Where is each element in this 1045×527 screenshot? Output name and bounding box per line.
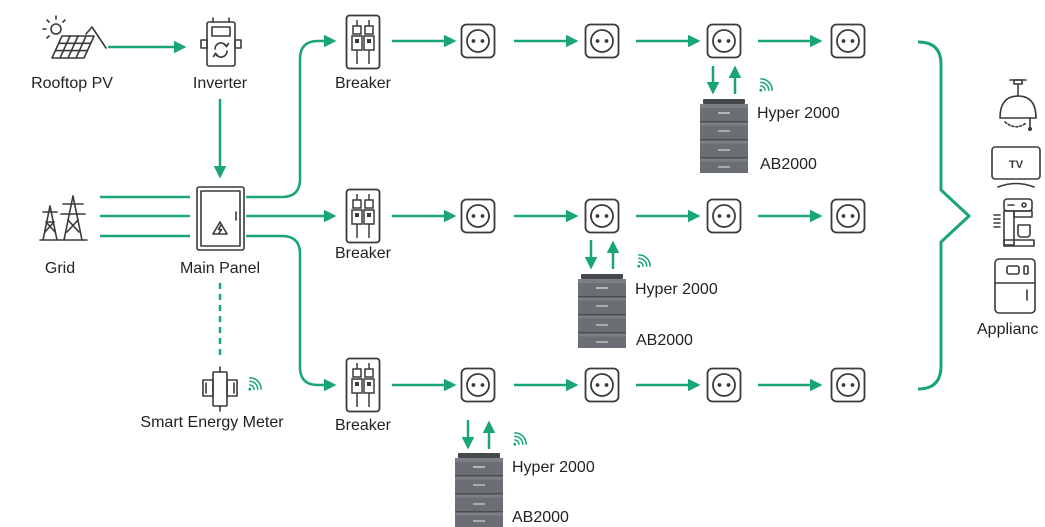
smart-meter-label: Smart Energy Meter bbox=[140, 414, 284, 431]
flow-connections bbox=[100, 34, 971, 450]
lightning-bolt bbox=[217, 224, 223, 234]
coffee-base bbox=[1003, 239, 1035, 247]
coffee-spout bbox=[1013, 210, 1033, 218]
outlet-icon bbox=[584, 23, 620, 59]
power-tower-icon bbox=[39, 195, 88, 241]
outlet-icon bbox=[584, 198, 620, 234]
tower-leg bbox=[72, 195, 83, 241]
lamp-shade bbox=[999, 95, 1037, 119]
lamp-glow bbox=[1004, 121, 1027, 128]
outlet-icon bbox=[706, 23, 742, 59]
hyper-2000-label: Hyper 2000 bbox=[757, 105, 840, 122]
sun-ray bbox=[46, 19, 50, 23]
battery-stack-icon bbox=[700, 99, 748, 173]
hyper-2000-label: Hyper 2000 bbox=[512, 459, 595, 476]
tower-brace bbox=[44, 221, 55, 233]
sun-ray bbox=[62, 19, 66, 23]
fridge-display bbox=[1006, 265, 1020, 275]
breaker-icon bbox=[345, 188, 381, 244]
tv-screen bbox=[991, 146, 1041, 180]
outlet-icon bbox=[830, 367, 866, 403]
roof-line bbox=[85, 26, 107, 49]
outlet-icon bbox=[706, 198, 742, 234]
tower-leg bbox=[63, 195, 74, 241]
tv-stand bbox=[997, 182, 1035, 188]
coffee-cup bbox=[1017, 224, 1031, 238]
panel-inner bbox=[200, 190, 241, 247]
panel-to-breaker-arrow bbox=[246, 234, 337, 392]
solar-panel-icon bbox=[42, 15, 107, 59]
lamp-pull-knob bbox=[1028, 127, 1032, 131]
wifi-icon bbox=[247, 377, 262, 392]
panel-grid bbox=[75, 35, 87, 59]
breaker-icon bbox=[345, 357, 381, 413]
main-panel-label: Main Panel bbox=[180, 260, 260, 277]
wifi-icon bbox=[758, 78, 773, 93]
breaker-label: Breaker bbox=[335, 75, 392, 92]
appliances-brace bbox=[917, 40, 971, 391]
circuit-row: Breaker Hyper 2000 AB2000 bbox=[335, 188, 866, 349]
wifi-icon bbox=[512, 432, 527, 447]
panel-grid bbox=[67, 35, 79, 59]
fridge-icon bbox=[994, 258, 1036, 314]
meter-clamp-right bbox=[226, 379, 238, 397]
outlet-icon bbox=[706, 367, 742, 403]
rooftop-pv-label: Rooftop PV bbox=[31, 75, 113, 92]
fridge-body bbox=[994, 258, 1036, 314]
ceiling-lamp-icon bbox=[999, 79, 1037, 131]
meter-body bbox=[212, 371, 228, 407]
inverter-cycle-head bbox=[223, 42, 230, 48]
tv-text: TV bbox=[1009, 159, 1024, 171]
hyper-2000-label: Hyper 2000 bbox=[635, 281, 718, 298]
panel-outer bbox=[196, 186, 245, 251]
inverter-icon bbox=[200, 17, 242, 67]
outlet-icon bbox=[460, 198, 496, 234]
hazard-triangle bbox=[212, 221, 228, 235]
circuit-row: Breaker Hyper 2000 AB2000 bbox=[335, 14, 866, 173]
main-panel-icon bbox=[196, 186, 245, 251]
appliances-label: Applianc bbox=[977, 321, 1038, 338]
outlet-icon bbox=[830, 23, 866, 59]
ab2000-label: AB2000 bbox=[512, 509, 569, 526]
sun-shape bbox=[50, 23, 62, 35]
inverter-display bbox=[211, 26, 231, 37]
panel-grid bbox=[59, 35, 71, 59]
outlet-icon bbox=[460, 367, 496, 403]
energy-meter-icon bbox=[202, 366, 238, 412]
coffee-maker-icon bbox=[993, 198, 1035, 247]
outlet-icon bbox=[460, 23, 496, 59]
inverter-side-port bbox=[234, 39, 242, 49]
meter-clamp-left bbox=[202, 379, 214, 397]
tv-icon bbox=[991, 146, 1041, 188]
panel-to-breaker-arrow bbox=[246, 34, 337, 199]
fridge-handle-top bbox=[1023, 265, 1029, 275]
breaker-icon bbox=[345, 14, 381, 70]
coffee-button bbox=[1021, 202, 1027, 208]
circuit-row: Breaker Hyper 2000 AB2000 bbox=[335, 357, 866, 527]
ab2000-label: AB2000 bbox=[760, 156, 817, 173]
grid-label: Grid bbox=[45, 260, 75, 277]
wifi-icon bbox=[636, 254, 651, 269]
battery-stack-icon bbox=[578, 274, 626, 348]
inverter-cycle-head bbox=[212, 52, 219, 58]
tower-brace bbox=[66, 219, 79, 233]
ab2000-label: AB2000 bbox=[636, 332, 693, 349]
outlet-icon bbox=[584, 367, 620, 403]
battery-stack-icon bbox=[455, 453, 503, 527]
outlet-icon bbox=[830, 198, 866, 234]
inverter-side-port bbox=[200, 39, 208, 49]
breaker-label: Breaker bbox=[335, 417, 392, 434]
inverter-label: Inverter bbox=[193, 75, 248, 92]
sun-ray bbox=[46, 35, 50, 39]
breaker-label: Breaker bbox=[335, 245, 392, 262]
coffee-column bbox=[1003, 210, 1015, 246]
